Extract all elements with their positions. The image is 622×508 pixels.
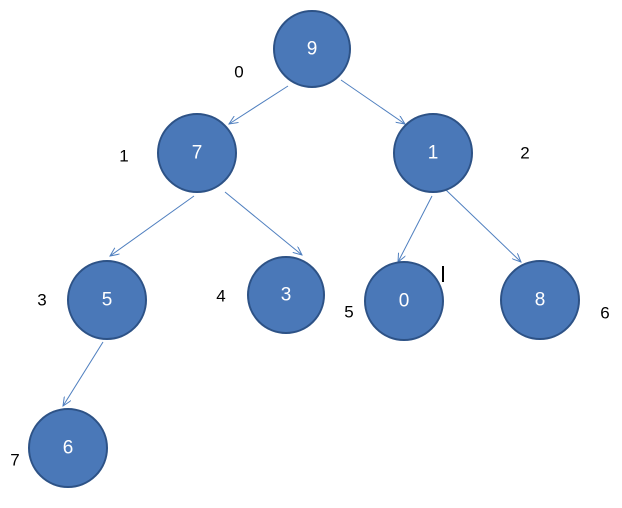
edge-5-to-6 xyxy=(63,341,104,406)
node-value: 0 xyxy=(399,291,410,312)
edge-9-to-7 xyxy=(229,85,289,124)
tree-node-3: 5 3 xyxy=(37,260,147,340)
node-circle xyxy=(157,113,237,193)
node-circle xyxy=(247,256,325,334)
node-value: 7 xyxy=(192,143,203,164)
node-index-label: 0 xyxy=(234,63,243,82)
node-value: 8 xyxy=(535,290,546,311)
tree-node-right-child: 1 2 xyxy=(393,113,530,193)
node-index-label: 6 xyxy=(600,304,609,323)
node-value: 3 xyxy=(281,285,292,306)
node-value: 1 xyxy=(428,143,439,164)
node-circle xyxy=(67,260,147,340)
node-value: 6 xyxy=(63,438,74,459)
node-circle xyxy=(28,408,108,488)
tree-node-root: 9 0 xyxy=(234,10,351,88)
tree-node-left-child: 7 1 xyxy=(119,113,237,193)
edge-7-to-5 xyxy=(110,195,195,256)
edges-layer xyxy=(63,79,521,406)
edge-7-to-3 xyxy=(224,191,302,255)
edge-9-to-1 xyxy=(340,79,405,124)
tree-node-5: 0 5 xyxy=(344,261,444,341)
node-index-label: 2 xyxy=(520,144,529,163)
edge-1-to-0 xyxy=(398,195,433,262)
node-index-label: 5 xyxy=(344,303,353,322)
tree-node-7: 6 7 xyxy=(10,408,108,488)
node-index-label: 4 xyxy=(216,287,225,306)
node-index-label: 7 xyxy=(10,451,19,470)
node-index-label: 3 xyxy=(37,291,46,310)
node-value: 9 xyxy=(307,39,318,60)
node-circle xyxy=(364,261,444,341)
node-value: 5 xyxy=(102,290,113,311)
tree-node-6: 8 6 xyxy=(500,260,610,340)
nodes-layer: 9 0 7 1 1 2 5 3 3 4 0 5 xyxy=(10,10,610,488)
tree-node-4: 3 4 xyxy=(216,256,325,334)
edge-1-to-8 xyxy=(445,189,521,262)
node-circle xyxy=(500,260,580,340)
node-circle xyxy=(393,113,473,193)
node-circle xyxy=(273,10,351,88)
node-index-label: 1 xyxy=(119,147,128,166)
